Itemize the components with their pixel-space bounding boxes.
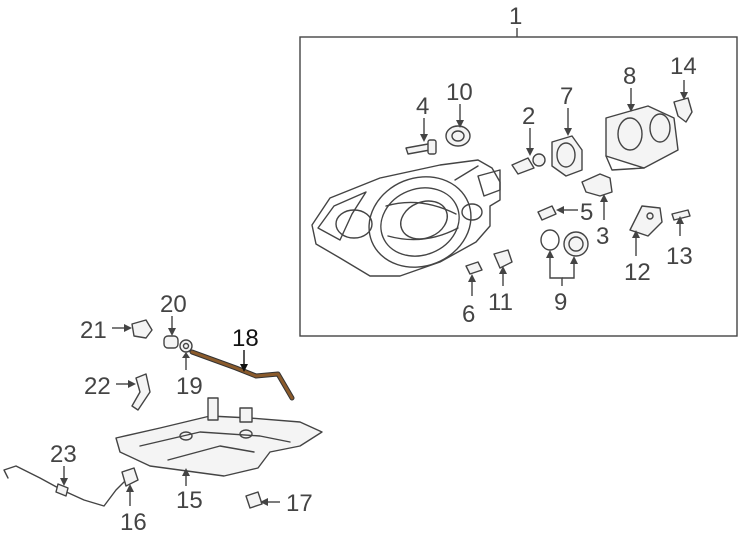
callout-2: 2 (522, 103, 535, 130)
callout-19: 19 (176, 373, 203, 400)
callout-5: 5 (580, 199, 593, 226)
part-4-screw (405, 118, 437, 155)
part-15-mounting-frame (115, 397, 323, 486)
headlamp-housing (311, 159, 501, 277)
callout-7: 7 (560, 83, 573, 110)
part-11-socket (493, 249, 513, 286)
callout-16: 16 (120, 509, 147, 533)
callout-11: 11 (488, 289, 513, 316)
part-3-socket (581, 173, 613, 220)
callout-14: 14 (670, 53, 697, 80)
part-16-nut (121, 467, 139, 506)
part-10-grommet (445, 104, 471, 147)
part-7-socket-cover (551, 108, 583, 177)
callout-22: 22 (84, 373, 111, 400)
part-18-adjuster-rod (189, 349, 295, 401)
callout-15: 15 (176, 487, 203, 514)
callout-20: 20 (160, 291, 187, 318)
callout-6: 6 (462, 301, 475, 328)
callout-17: 17 (286, 490, 313, 517)
callout-8: 8 (623, 63, 636, 90)
part-20-bushing (163, 316, 179, 349)
part-14-clip (673, 80, 693, 123)
part-19-washer (179, 339, 193, 370)
part-23-cable (3, 465, 125, 507)
headlamp-assembly-frame (299, 36, 738, 337)
part-8-leveling-unit (605, 88, 679, 171)
callout-12: 12 (624, 259, 651, 286)
callout-21: 21 (80, 317, 107, 344)
part-2-bulb (511, 128, 546, 175)
part-5-bulb (537, 205, 578, 221)
callout-9: 9 (554, 289, 567, 316)
part-22-bracket (116, 373, 151, 411)
callout-13: 13 (666, 243, 693, 270)
callout-4: 4 (416, 93, 429, 120)
callout-18: 18 (232, 325, 259, 352)
part-13-screw (671, 209, 691, 236)
part-21-nut (112, 319, 153, 339)
callout-23: 23 (50, 441, 77, 468)
callout-1: 1 (509, 3, 522, 30)
part-9-cap (540, 229, 589, 286)
callout-10: 10 (446, 79, 473, 106)
part-6-bulb (465, 261, 483, 296)
part-17-nut (245, 491, 280, 509)
callout-3: 3 (596, 223, 609, 250)
part-12-bracket (629, 205, 663, 256)
